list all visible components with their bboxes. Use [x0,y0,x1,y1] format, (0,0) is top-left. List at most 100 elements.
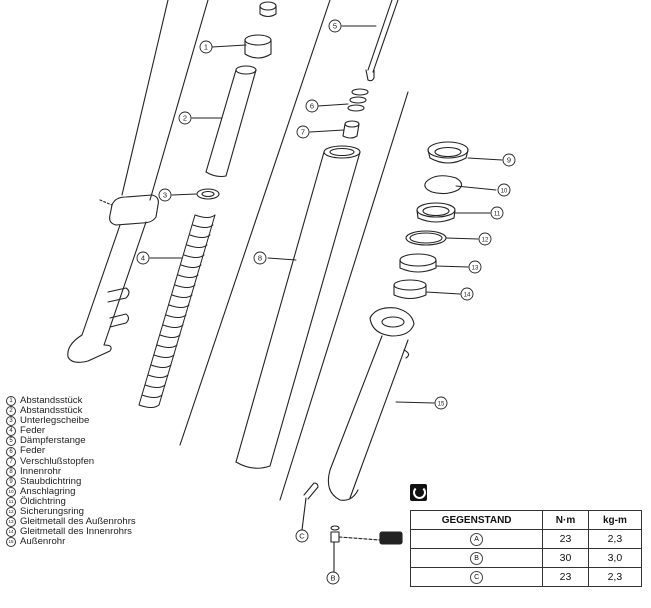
legend-label: Staubdichtring [20,475,82,487]
callout-11: 11 [494,212,501,218]
cell-nm: 23 [542,567,589,587]
legend-number: 1 [6,396,16,407]
assembly-axis-line [279,91,409,501]
legend-number: 5 [6,436,16,447]
callout-9: 9 [507,156,511,165]
callout-3: 3 [163,191,167,200]
item-letter: C [470,571,484,584]
legend-item: 4 Feder [6,425,206,437]
assembly-axis-line [179,0,331,446]
header-nm: N·m [542,510,589,530]
legend-number: 11 [6,496,16,507]
callout-1: 1 [204,43,208,52]
legend-number: 8 [6,466,16,477]
legend-number: 14 [6,527,16,538]
header-item: GEGENSTAND [409,510,544,530]
callout-7: 7 [301,128,305,137]
legend-label: Außenrohr [20,536,66,548]
header-kgm: kg-m [587,510,643,530]
callout-13: 13 [472,266,479,272]
legend-label: Anschlagring [20,485,76,497]
legend-number: 7 [6,456,16,467]
legend-number: 13 [6,517,16,528]
legend-label: Öldichtring [20,495,66,507]
part-15-outer-tube [327,307,415,501]
part-2-spacer-tube [205,65,257,178]
legend-item: 15 Außenrohr [6,536,206,548]
cell-item: A [409,529,544,549]
legend-number: 12 [6,507,16,518]
legend-number: 15 [6,537,16,548]
legend-item: 9 Staubdichtring [6,475,206,487]
callout-5: 5 [333,22,337,31]
part-8-inner-tube [235,145,361,469]
item-letter: A [470,533,484,546]
legend-item: 6 Feder [6,445,206,457]
legend-label: Gleitmetall des Außenrohrs [20,516,136,528]
callout-12: 12 [482,238,489,244]
legend-label: Abstandsstück [20,395,83,406]
bolt-b [330,525,403,573]
bolt-c [301,482,319,531]
part-7-plug [342,120,360,139]
fork-leg-assembled [67,0,209,363]
part-6-spring-small [347,88,369,112]
cell-nm: 23 [542,529,589,549]
part-4-spring [138,214,216,408]
part-13-slide-metal-outer [399,253,437,273]
legend-item: 8 Innenrohr [6,465,206,477]
legend-item: 13 Gleitmetall des Außenrohrs [6,516,206,528]
legend-label: Unterlegscheibe [20,415,90,427]
part-11-oil-seal [416,202,456,223]
part-1-spacer [244,1,277,59]
legend-number: 9 [6,476,16,487]
torque-table-header: GEGENSTAND N·m kg-m [409,510,643,530]
callout-10: 10 [501,189,508,195]
legend-item: 5 Dämpferstange [6,435,206,447]
legend-item: 7 Verschlußstopfen [6,455,206,467]
torque-wrench-icon [410,484,427,501]
legend-label: Verschlußstopfen [20,455,95,467]
legend-label: Feder [20,445,46,457]
legend-number: 3 [6,416,16,427]
legend-label: Feder [20,425,46,437]
part-10-stop-ring [424,175,463,195]
callout-14: 14 [464,293,471,299]
cell-kgm: 2,3 [587,567,643,587]
legend-item: 3 Unterlegscheibe [6,415,206,427]
legend-item: 10 Anschlagring [6,485,206,497]
callout-2: 2 [183,114,187,123]
cell-nm: 30 [542,548,589,568]
legend-label: Innenrohr [20,465,62,477]
legend-label: Sicherungsring [20,506,84,518]
legend-item: 11 Öldichtring [6,495,206,507]
cell-item: B [409,548,544,568]
legend-label: Dämpferstange [20,435,86,447]
item-letter: B [470,552,484,565]
cell-kgm: 3,0 [587,548,643,568]
part-5-damper-rod [365,0,399,82]
legend-number: 6 [6,446,16,457]
legend-item: 12 Sicherungsring [6,506,206,518]
callout-8: 8 [258,254,262,263]
callout-6: 6 [310,102,314,111]
part-3-washer [196,188,220,200]
cell-kgm: 2,3 [587,529,643,549]
callout-b: B [330,574,335,583]
legend-number: 10 [6,486,16,497]
callout-15: 15 [438,402,445,408]
legend-number: 4 [6,426,16,437]
callout-c: C [299,532,305,541]
callout-4: 4 [141,254,145,263]
legend-item: 1 Abstandsstück [6,395,206,407]
cell-item: C [409,567,544,587]
